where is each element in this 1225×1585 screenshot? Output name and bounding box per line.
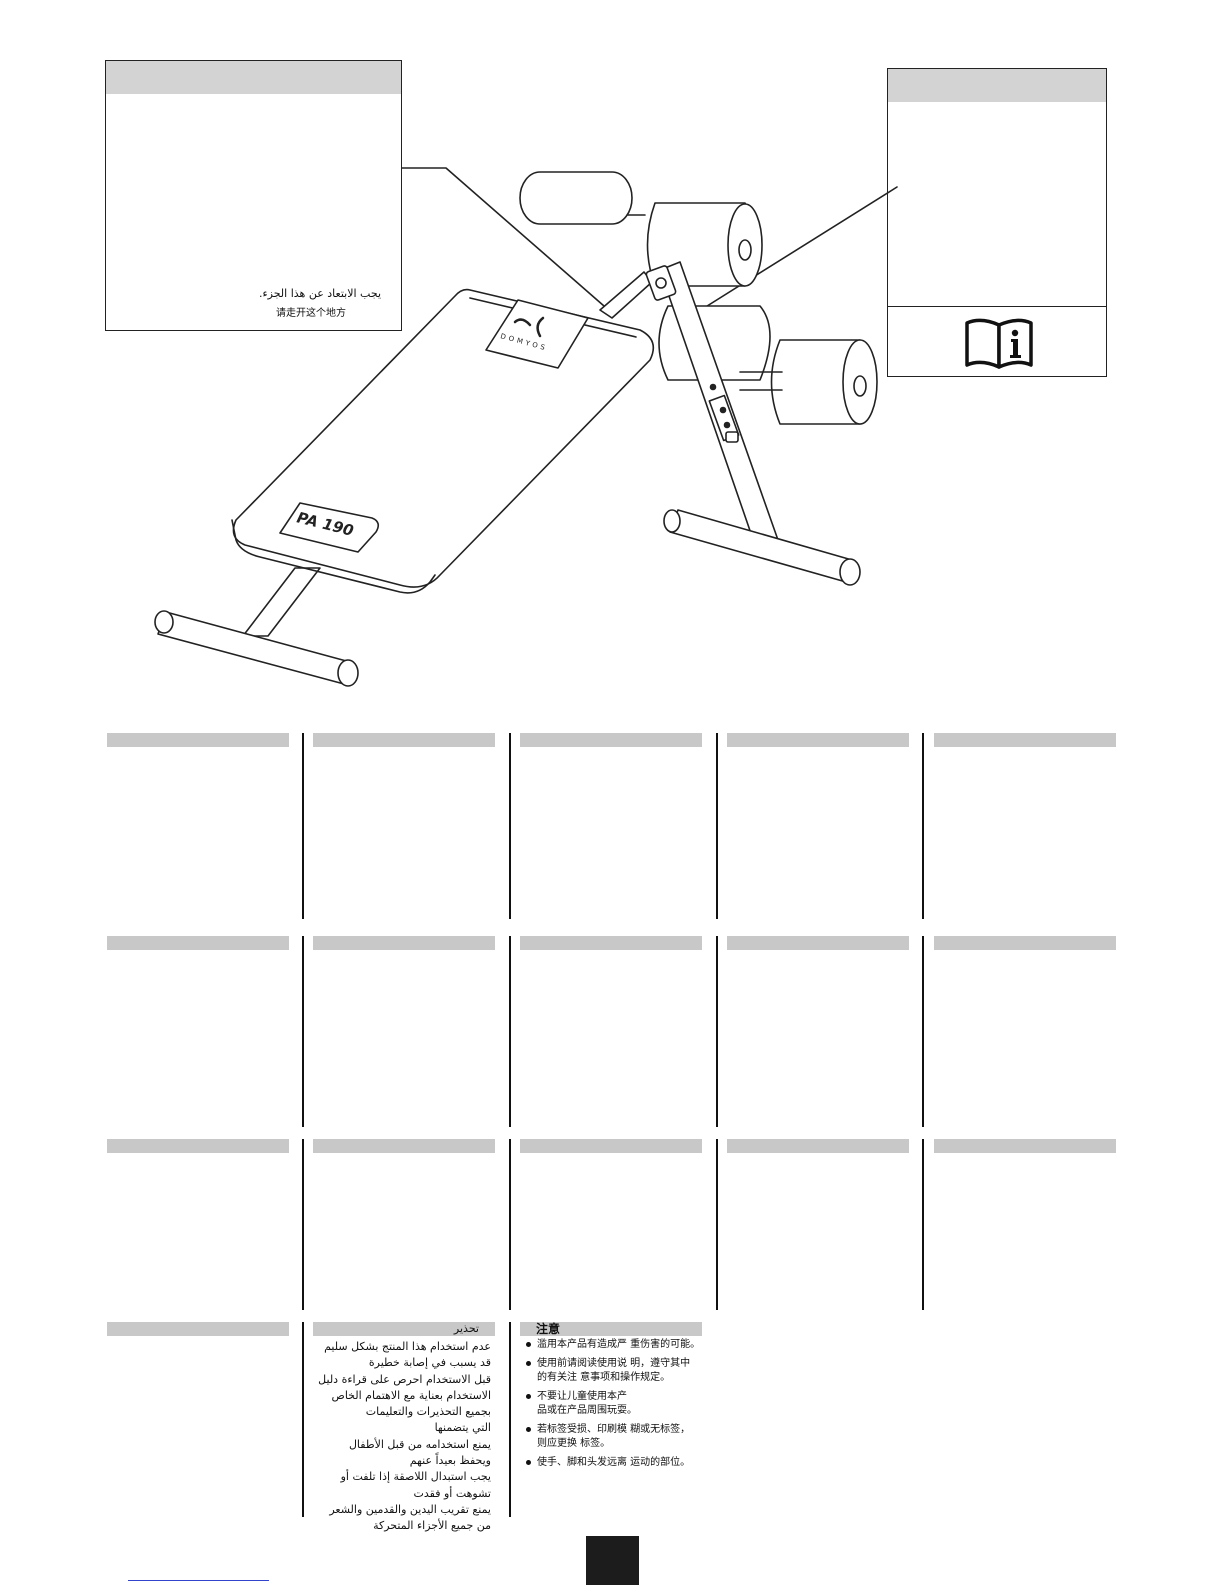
section-header bbox=[727, 733, 909, 747]
bullet-icon bbox=[526, 1427, 531, 1432]
footer-link-underline[interactable] bbox=[128, 1580, 269, 1581]
section-header bbox=[313, 1139, 495, 1153]
chinese-warning-line: 滥用本产品有造成严 重伤害的可能。 bbox=[537, 1339, 701, 1350]
warning-text-arabic: يجب الابتعاد عن هذا الجزء. bbox=[258, 287, 381, 300]
warning-text-chinese: 请走开这个地方 bbox=[276, 308, 346, 319]
column-divider bbox=[509, 1322, 511, 1517]
arabic-warning-line: يمنع استخدامه من قبل الأطفال bbox=[348, 1437, 491, 1451]
arabic-section-header: تحذير bbox=[313, 1322, 495, 1336]
page-number-block bbox=[586, 1536, 639, 1585]
column-divider bbox=[302, 936, 304, 1127]
arabic-warning-line: التي يتضمنها bbox=[434, 1421, 491, 1435]
column-divider bbox=[509, 733, 511, 919]
arabic-warning-line: يمنع تقريب اليدين والقدمين والشعر bbox=[329, 1502, 491, 1516]
section-header bbox=[727, 1139, 909, 1153]
section-header bbox=[520, 936, 702, 950]
column-divider bbox=[922, 733, 924, 919]
bench-illustration: DOMYOS PA 190 bbox=[154, 167, 898, 687]
arabic-warning-line: يجب استبدال اللاصقة إذا تلفت أو bbox=[340, 1470, 491, 1484]
bullet-icon bbox=[526, 1394, 531, 1399]
section-header bbox=[727, 936, 909, 950]
section-header bbox=[107, 1139, 289, 1153]
chinese-warning-item: 若标签受损、印刷模 糊或无标签， 则应更换 标签。 bbox=[526, 1423, 726, 1451]
arabic-warning-line: من جميع الأجزاء المتحركة bbox=[373, 1519, 491, 1533]
warning-label-right-header bbox=[888, 69, 1106, 102]
column-divider bbox=[302, 733, 304, 919]
chinese-warning-line: 使用前请阅读使用说 明，遵守其中 bbox=[537, 1358, 691, 1369]
bullet-icon bbox=[526, 1342, 531, 1347]
column-divider bbox=[509, 936, 511, 1127]
arabic-warning-line: ويحفظ بعيداً عنهم bbox=[409, 1454, 491, 1468]
chinese-warning-item: 不要让儿童使用本产品或在产品周围玩耍。 bbox=[526, 1390, 726, 1418]
bullet-icon bbox=[526, 1460, 531, 1465]
callout-line-left bbox=[401, 167, 605, 307]
chinese-warning-list: 滥用本产品有造成严 重伤害的可能。使用前请阅读使用说 明，遵守其中的有关注 意事… bbox=[526, 1338, 726, 1475]
chinese-section-title: 注意 bbox=[536, 1322, 561, 1336]
arabic-warning-list: عدم استخدام هذا المنتج بشكل سليم قد يسبب … bbox=[318, 1339, 491, 1535]
arabic-section-title: تحذير bbox=[453, 1322, 479, 1335]
brand-badge bbox=[485, 299, 589, 369]
column-divider bbox=[716, 733, 718, 919]
column-divider bbox=[509, 1139, 511, 1310]
arabic-warning-line: تشوهت أو فقدت bbox=[413, 1486, 491, 1500]
section-header bbox=[107, 733, 289, 747]
section-header bbox=[934, 1139, 1116, 1153]
arabic-warning-line: بجميع التحذيرات والتعليمات bbox=[365, 1405, 491, 1419]
warning-label-left: يجب الابتعاد عن هذا الجزء. 请走开这个地方 bbox=[105, 60, 402, 331]
chinese-warning-line: 的有关注 意事项和操作规定。 bbox=[537, 1372, 671, 1383]
column-divider bbox=[716, 936, 718, 1127]
column-divider bbox=[716, 1139, 718, 1310]
section-header bbox=[934, 733, 1116, 747]
column-divider bbox=[922, 1139, 924, 1310]
section-header bbox=[313, 733, 495, 747]
arabic-warning-line: قبل الاستخدام احرص على قراءة دليل bbox=[318, 1372, 491, 1386]
chinese-warning-item: 使手、脚和头发远离 运动的部位。 bbox=[526, 1456, 726, 1470]
chinese-section-header: 注意 bbox=[520, 1322, 702, 1336]
model-plate bbox=[279, 502, 380, 553]
column-divider bbox=[302, 1139, 304, 1310]
section-header bbox=[934, 936, 1116, 950]
warning-label-left-header bbox=[106, 61, 401, 94]
arabic-warning-line: عدم استخدام هذا المنتج بشكل سليم bbox=[324, 1340, 491, 1353]
chinese-warning-item: 使用前请阅读使用说 明，遵守其中的有关注 意事项和操作规定。 bbox=[526, 1357, 726, 1385]
chinese-warning-item: 滥用本产品有造成严 重伤害的可能。 bbox=[526, 1338, 726, 1352]
bullet-icon bbox=[526, 1361, 531, 1366]
column-divider bbox=[922, 936, 924, 1127]
arabic-warning-line: قد يسبب في إصابة خطيرة bbox=[368, 1356, 491, 1370]
label-divider bbox=[888, 306, 1106, 307]
section-header bbox=[313, 936, 495, 950]
chinese-warning-line: 则应更换 标签。 bbox=[537, 1438, 611, 1449]
chinese-warning-line: 若标签受损、印刷模 糊或无标签， bbox=[537, 1424, 691, 1435]
section-header bbox=[520, 1139, 702, 1153]
chinese-warning-line: 品或在产品周围玩耍。 bbox=[537, 1405, 637, 1416]
section-header bbox=[107, 936, 289, 950]
section-header bbox=[520, 733, 702, 747]
chinese-warning-line: 使手、脚和头发远离 运动的部位。 bbox=[537, 1457, 691, 1468]
callout-line-right bbox=[687, 186, 898, 319]
warning-label-right bbox=[887, 68, 1107, 377]
section-header bbox=[107, 1322, 289, 1336]
column-divider bbox=[302, 1322, 304, 1517]
read-manual-book-info-icon bbox=[965, 318, 1033, 369]
chinese-warning-line: 不要让儿童使用本产 bbox=[537, 1391, 627, 1402]
arabic-warning-line: الاستخدام بعناية مع الاهتمام الخاص bbox=[331, 1388, 491, 1402]
